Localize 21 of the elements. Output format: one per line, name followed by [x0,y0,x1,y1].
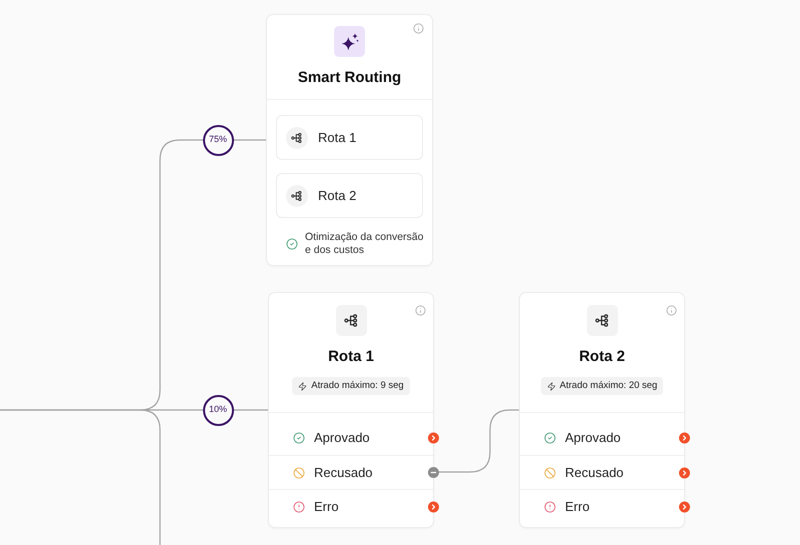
status-label: Erro [314,498,339,516]
route-item-card [276,115,423,160]
edge-label: 75% [202,124,234,156]
route-item-card [276,173,423,218]
delay-label: Atrado máximo: 9 seg [311,378,404,393]
status-label: Recusado [314,464,373,482]
status-label: Aprovado [565,429,621,448]
connector-line [0,409,268,411]
delay-label: Atrado máximo: 20 seg [560,378,658,393]
status-label: Aprovado [314,429,370,448]
card-title: Smart Routing [298,68,402,88]
item-label: Rota 1 [318,128,356,147]
card-title: Rota 2 [579,347,625,367]
status-label: Recusado [565,464,624,482]
edge-label: 10% [202,394,234,426]
connector-line [438,409,519,473]
card-title: Rota 1 [328,347,374,367]
note-text: Otimização da conversão e dos custos [305,231,424,257]
item-label: Rota 2 [318,186,356,205]
routing-card [266,14,433,266]
status-label: Erro [565,498,590,516]
